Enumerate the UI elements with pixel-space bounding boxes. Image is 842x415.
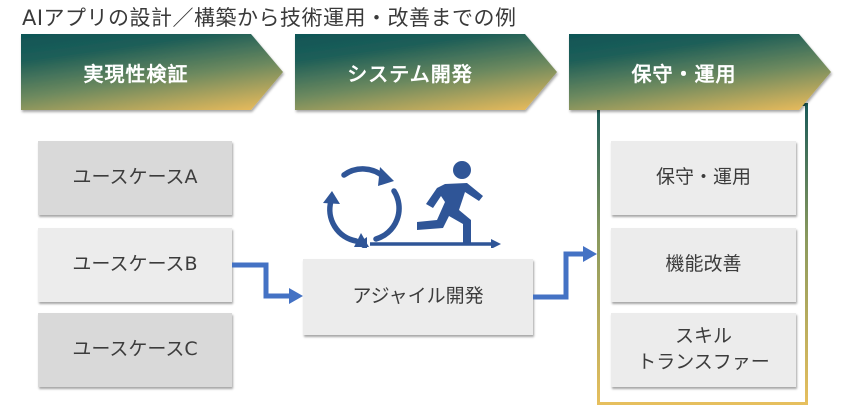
- agile-development-box: アジャイル開発: [303, 259, 533, 335]
- use-case-c-box: ユースケースC: [38, 313, 232, 387]
- operation-label: 保守・運用: [655, 166, 751, 189]
- operation-label-line-1: スキル: [674, 325, 732, 348]
- diagram-title: AIアプリの設計／構築から技術運用・改善までの例: [22, 6, 517, 30]
- arrowhead-icon: [583, 246, 597, 262]
- use-case-b-box: ユースケースB: [38, 228, 232, 302]
- phase-label: システム開発: [347, 61, 473, 86]
- skill-transfer-box: スキル トランスファー: [611, 313, 796, 387]
- use-case-a-box: ユースケースA: [38, 141, 232, 215]
- phase-chevron-feasibility: 実現性検証: [21, 34, 283, 110]
- feature-improvement-box: 機能改善: [611, 228, 796, 302]
- phase-label: 保守・運用: [631, 61, 737, 86]
- running-person-icon: [355, 158, 505, 252]
- use-case-label: ユースケースC: [72, 338, 198, 361]
- operation-label-line-2: トランスファー: [637, 351, 770, 373]
- phase-label: 実現性検証: [83, 61, 189, 86]
- phase-chevron-development: システム開発: [295, 34, 557, 110]
- maintenance-operation-box: 保守・運用: [611, 141, 796, 215]
- cycle-arrows-icon: [318, 155, 408, 254]
- use-case-label: ユースケースB: [72, 253, 198, 276]
- connector-usecase-b-to-agile: [232, 262, 303, 304]
- operation-label: 機能改善: [665, 253, 742, 276]
- phase-chevron-operations: 保守・運用: [569, 34, 831, 110]
- arrowhead-icon: [289, 288, 303, 304]
- agile-development-label: アジャイル開発: [352, 285, 484, 308]
- use-case-label: ユースケースA: [72, 166, 198, 189]
- connector-agile-to-operations: [533, 246, 597, 300]
